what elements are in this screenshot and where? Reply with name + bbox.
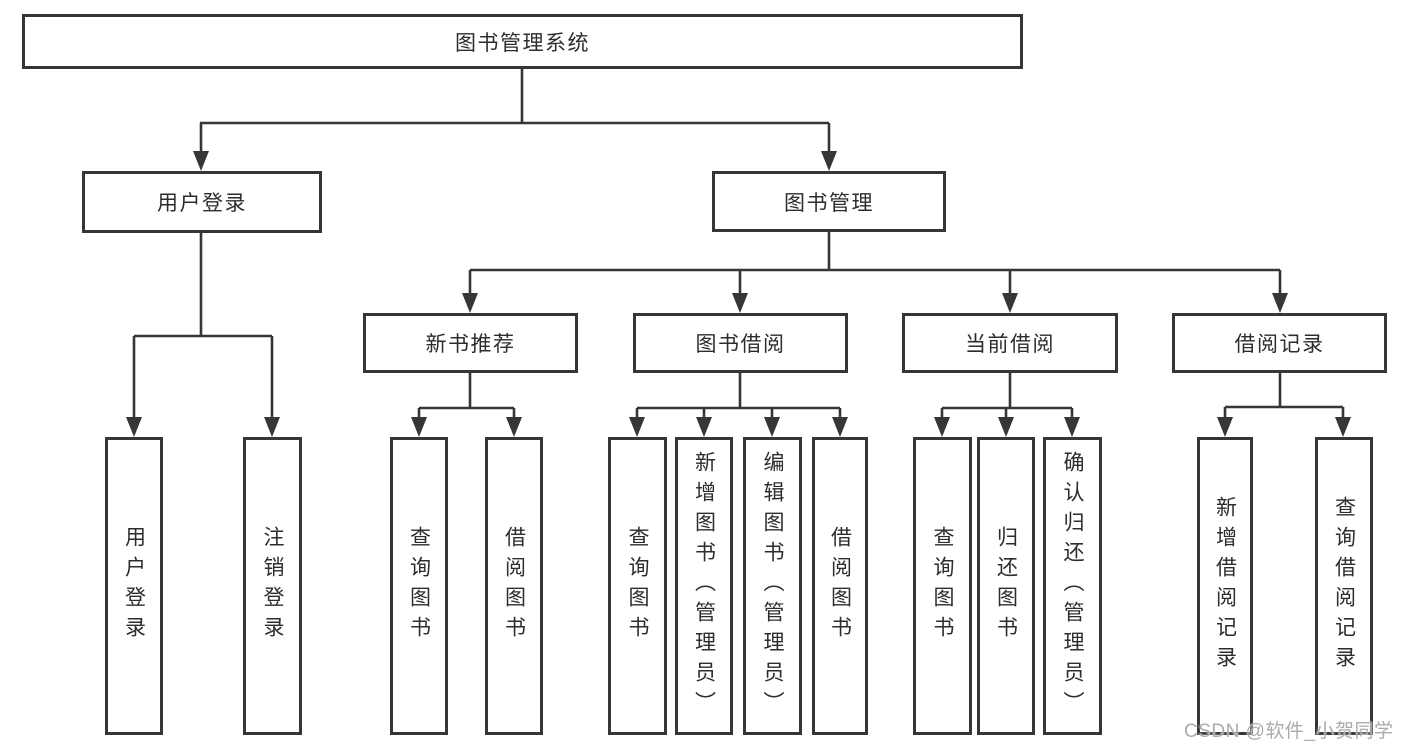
node-new-book-recommend: 新书推荐 <box>363 313 578 373</box>
leaf-confirm-return-admin: 确认归还（管理员） <box>1043 437 1102 735</box>
leaf-label: 借阅图书 <box>828 526 852 646</box>
node-label: 当前借阅 <box>965 333 1055 356</box>
leaf-logout: 注销登录 <box>243 437 302 735</box>
leaf-recommend-query-books: 查询图书 <box>390 437 448 735</box>
leaf-label: 新增图书（管理员） <box>692 451 716 721</box>
node-book-borrow: 图书借阅 <box>633 313 848 373</box>
leaf-label: 注销登录 <box>261 526 284 646</box>
node-library-system: 图书管理系统 <box>22 14 1023 69</box>
watermark: CSDN @软件_小贺同学 <box>1184 721 1394 742</box>
node-label: 用户登录 <box>157 192 247 215</box>
leaf-label: 查询图书 <box>931 526 954 646</box>
leaf-add-borrow-record: 新增借阅记录 <box>1197 437 1253 735</box>
node-borrow-records: 借阅记录 <box>1172 313 1387 373</box>
leaf-edit-books-admin: 编辑图书（管理员） <box>743 437 802 735</box>
node-label: 图书管理 <box>784 191 874 215</box>
leaf-query-borrow-record: 查询借阅记录 <box>1315 437 1373 735</box>
leaf-return-books: 归还图书 <box>977 437 1035 735</box>
leaf-label: 查询图书 <box>626 526 649 646</box>
leaf-current-query-books: 查询图书 <box>913 437 972 735</box>
leaf-label: 借阅图书 <box>502 526 526 646</box>
node-label: 新书推荐 <box>425 333 516 356</box>
leaf-borrow-books: 借阅图书 <box>812 437 868 735</box>
leaf-add-books-admin: 新增图书（管理员） <box>675 437 733 735</box>
leaf-recommend-borrow-books: 借阅图书 <box>485 437 543 735</box>
leaf-borrow-query-books: 查询图书 <box>608 437 667 735</box>
leaf-label: 查询借阅记录 <box>1332 496 1356 676</box>
node-label: 借阅记录 <box>1234 333 1325 356</box>
leaf-label: 用户登录 <box>122 526 146 646</box>
leaf-label: 查询图书 <box>407 526 431 646</box>
leaf-label: 编辑图书（管理员） <box>761 451 784 721</box>
leaf-label: 归还图书 <box>994 526 1018 646</box>
node-current-borrow: 当前借阅 <box>902 313 1118 373</box>
leaf-user-login: 用户登录 <box>105 437 163 735</box>
leaf-label: 新增借阅记录 <box>1213 496 1237 676</box>
leaf-label: 确认归还（管理员） <box>1061 451 1084 721</box>
node-user-login: 用户登录 <box>82 171 322 233</box>
node-label: 图书管理系统 <box>455 31 590 55</box>
node-book-management: 图书管理 <box>712 171 946 232</box>
node-label: 图书借阅 <box>695 333 786 356</box>
